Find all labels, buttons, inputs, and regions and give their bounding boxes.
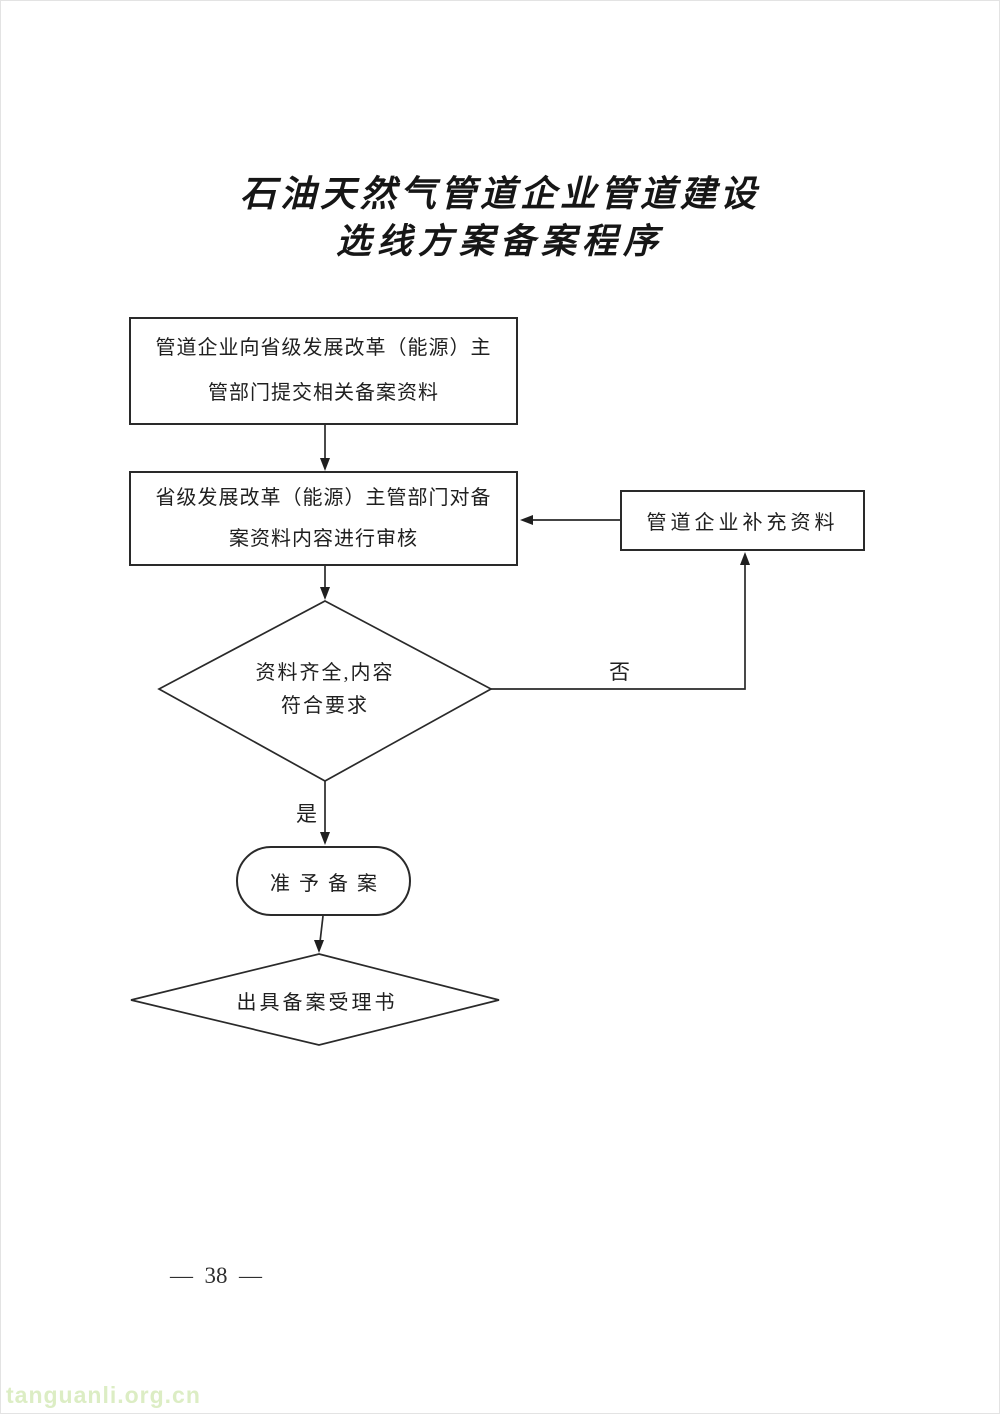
arrowhead-into-review [320, 458, 330, 471]
node-decision-line1: 资料齐全,内容 [255, 662, 395, 684]
arrowhead-into-supplement [740, 552, 750, 565]
arrowhead-into-issue [314, 940, 324, 953]
arrowhead-into-approve [320, 832, 330, 845]
page-number: — 38 — [170, 1263, 262, 1288]
watermark-text: tanguanli.org.cn [6, 1382, 201, 1408]
node-review-materials: 省级发展改革（能源）主管部门对备 案资料内容进行审核 [129, 471, 518, 566]
page-title-line2: 选线方案备案程序 [335, 222, 664, 261]
node-decision-complete: 资料齐全,内容 符合要求 [175, 655, 475, 725]
edge-label-no: 否 [609, 660, 630, 684]
node-issue-acceptance-label: 出具备案受理书 [236, 991, 398, 1014]
page-title-line1: 石油天然气管道企业管道建设 [239, 174, 760, 214]
connector-approve-to-issue [319, 915, 324, 943]
issue-diamond-shape [130, 953, 500, 1046]
node-approve-filing-label: 准予备案 [270, 872, 386, 895]
connector-decision-no-to-supplement [491, 563, 746, 690]
arrowhead-into-review-right [520, 515, 533, 525]
node-review-materials-line1: 省级发展改革（能源）主管部门对备 [155, 486, 492, 509]
node-decision-line2: 符合要求 [281, 695, 369, 717]
node-supplement-materials: 管道企业补充资料 [620, 490, 865, 551]
node-submit-materials-line2: 管部门提交相关备案资料 [208, 382, 439, 404]
node-submit-materials-line1: 管道企业向省级发展改革（能源）主 [155, 337, 492, 359]
node-review-materials-line2: 案资料内容进行审核 [229, 527, 418, 550]
decision-diamond-shape [157, 600, 493, 782]
node-issue-acceptance: 出具备案受理书 [167, 971, 467, 1029]
node-supplement-materials-label: 管道企业补充资料 [646, 512, 839, 534]
arrowhead-into-decision [320, 587, 330, 600]
edge-label-yes: 是 [296, 802, 317, 826]
node-approve-filing: 准予备案 [236, 846, 411, 916]
node-submit-materials: 管道企业向省级发展改革（能源）主 管部门提交相关备案资料 [129, 317, 518, 425]
